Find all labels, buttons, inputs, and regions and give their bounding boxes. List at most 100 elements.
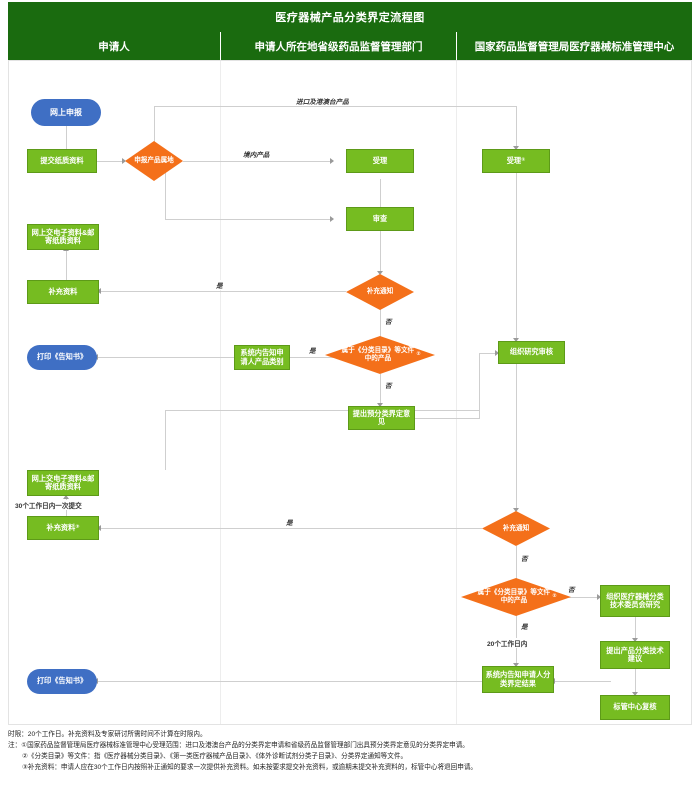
edge-arrow (97, 288, 101, 294)
node-label: 受理 (506, 155, 522, 165)
node-label: 审查 (372, 213, 388, 223)
edge-arrow (513, 508, 519, 512)
node-label: 组织研究审核 (509, 347, 554, 357)
edge-arrow (63, 495, 69, 499)
edge-label-no-4: 否 (566, 584, 577, 594)
node-online-apply[interactable]: 网上申报 (31, 99, 101, 126)
node-review-provincial[interactable]: 审查 (346, 207, 414, 231)
edge-label-no-2: 否 (383, 380, 394, 390)
node-supp-notice-national[interactable]: 补充通知 (482, 511, 550, 546)
edge-committee-to-advice (635, 617, 636, 641)
node-organize-review[interactable]: 组织研究审核 (498, 341, 565, 364)
edge-arrow (597, 594, 601, 600)
footer-note-1: 注：①国家药品监督管理局医疗器械标准管理中心受理范围：进口及港澳台产品的分类界定… (8, 741, 692, 752)
edge-review-to-suppnotice (380, 231, 381, 274)
edge-label-domestic: 境内产品 (241, 149, 272, 159)
edge-arrow (330, 158, 334, 164)
node-label: 网上交电子资料&邮寄纸质资料 (31, 227, 95, 245)
node-label: 网上交电子资料&邮寄纸质资料 (31, 473, 95, 491)
edge-notifyresult-to-print2 (97, 681, 482, 682)
edge-label-import: 进口及港澳台产品 (294, 96, 351, 106)
node-supplement-1[interactable]: 补充资料 (27, 280, 99, 304)
footer-note-3: ③补充资料：申请人应在30个工作日内按照补正通知的要求一次提供补充资料。如未按要… (22, 763, 478, 771)
node-label: 打印《告知书》 (36, 676, 88, 686)
node-notify-category[interactable]: 系统内告知申请人产品类别 (234, 345, 290, 370)
edge-notify-to-print1 (97, 357, 234, 358)
node-print-notice-2[interactable]: 打印《告知书》 (27, 669, 97, 694)
page-title: 医疗器械产品分类界定流程图 (8, 2, 692, 32)
edge-origin-domestic (183, 161, 333, 162)
edge-online2-up (165, 410, 166, 470)
edge-label-30-days: 30个工作日内一次提交 (13, 500, 84, 510)
edge-supp1-up (66, 249, 67, 281)
edge-origin-up (154, 106, 155, 149)
node-center-recheck[interactable]: 标管中心复核 (600, 695, 670, 720)
node-tech-advice[interactable]: 提出产品分类技术建议 (600, 641, 670, 669)
lane-header-applicant: 申请人 (8, 32, 220, 60)
edge-online1-to-review (165, 219, 333, 220)
node-label: 组织医疗器械分类技术委员会研究 (606, 591, 664, 609)
footer-deadline: 时限：20个工作日。补充资料及专家研讨所需时间不计算在时限内。 (8, 731, 207, 738)
edge-online1-up (165, 151, 166, 220)
node-label: 标管中心复核 (613, 702, 657, 712)
edge-catalog-no (380, 374, 381, 406)
node-submit-online-1[interactable]: 网上交电子资料&邮寄纸质资料 (27, 224, 99, 250)
edge-arrow (513, 338, 519, 342)
node-supp-notice-provincial[interactable]: 补充通知 (346, 274, 414, 310)
node-product-origin[interactable]: 申报产品属地 (125, 141, 183, 181)
edge-accept-to-review (380, 179, 381, 210)
edge-arrow (495, 350, 499, 356)
footer-note-2: ②《分类目录》等文件：指《医疗器械分类目录》、《第一类医疗器械产品目录》、《体外… (22, 752, 408, 760)
lane-divider-1 (220, 61, 221, 724)
node-submit-online-2[interactable]: 网上交电子资料&邮寄纸质资料 (27, 470, 99, 496)
edge-arrow (513, 663, 519, 667)
node-label: 提出产品分类技术建议 (606, 645, 664, 663)
node-pre-classify-opinion[interactable]: 提出预分类界定意见 (348, 406, 415, 430)
node-label-sup: ② (416, 351, 421, 358)
diamond-shape (346, 274, 414, 310)
edge-import-down (516, 106, 517, 148)
edge-arrow (632, 692, 638, 696)
node-accept-provincial[interactable]: 受理 (346, 149, 414, 173)
edge-label-20-days: 20个工作日内 (485, 638, 530, 648)
edge-suppnat-no (516, 546, 517, 583)
node-label: 属于《分类目录》等文件中的产品 (341, 347, 415, 362)
lane-header-national: 国家药品监督管理局医疗器械标准管理中心 (456, 32, 692, 60)
diamond-shape (125, 141, 183, 181)
node-print-notice-1[interactable]: 打印《告知书》 (27, 345, 97, 370)
edge-to-organize-h (479, 353, 498, 354)
edge-import-top (154, 106, 516, 107)
edge-recheck-to-notify (554, 681, 611, 682)
edge-acceptnat-to-organize (516, 171, 517, 341)
node-label-sup: ② (552, 593, 557, 600)
lane-divider-2 (456, 61, 457, 724)
node-notify-result[interactable]: 系统内告知申请人分类界定结果 (482, 666, 554, 693)
edge-online2-right (165, 410, 479, 411)
lane-header-provincial: 申请人所在地省级药品监督管理部门 (220, 32, 456, 60)
flowchart-canvas: 境内产品 进口及港澳台产品 是 否 是 (8, 60, 692, 725)
node-label: 补充资料 (46, 522, 76, 532)
edge-paper-to-origin (97, 161, 125, 162)
edge-catalog-yes (289, 357, 346, 358)
edge-label-no-3: 否 (519, 553, 530, 563)
footer-note-label: 注： (8, 741, 22, 749)
node-tech-committee[interactable]: 组织医疗器械分类技术委员会研究 (600, 585, 670, 617)
node-label: 提交纸质资料 (40, 155, 84, 165)
edge-arrow (377, 403, 383, 407)
node-submit-paper[interactable]: 提交纸质资料 (27, 149, 97, 173)
node-label-sup: ① (521, 157, 526, 164)
edge-arrow (377, 271, 383, 275)
node-label: 系统内告知申请人分类界定结果 (485, 670, 551, 688)
edge-apply-to-paper (66, 126, 67, 151)
edge-advice-to-recheck (635, 669, 636, 695)
edge-arrow (97, 525, 101, 531)
diamond-shape (482, 511, 550, 546)
node-label: 受理 (372, 155, 388, 165)
edge-suppnotice-yes (101, 291, 346, 292)
diamond-shape (325, 336, 435, 374)
